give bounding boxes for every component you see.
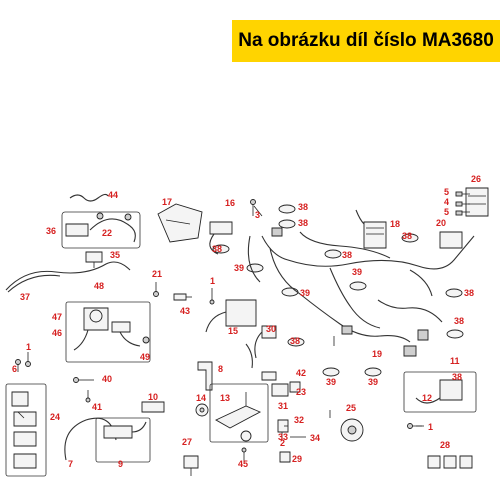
callout-38d: 38 xyxy=(342,250,352,260)
callout-15: 15 xyxy=(228,326,238,336)
callout-10: 10 xyxy=(148,392,158,402)
callout-23: 23 xyxy=(296,387,306,397)
callout-31: 31 xyxy=(278,401,288,411)
callout-5: 5 xyxy=(444,187,449,197)
part-number-banner: Na obrázku díl číslo MA3680 xyxy=(232,20,500,62)
callout-29: 29 xyxy=(292,454,302,464)
callout-13: 13 xyxy=(220,393,230,403)
callout-18: 18 xyxy=(390,219,400,229)
callout-39e: 39 xyxy=(368,377,378,387)
callout-36: 36 xyxy=(46,226,56,236)
callout-33: 33 xyxy=(278,432,288,442)
callout-32: 32 xyxy=(294,415,304,425)
callout-26: 26 xyxy=(471,174,481,184)
callout-35: 35 xyxy=(110,250,120,260)
callout-8: 8 xyxy=(218,364,223,374)
callout-1a: 1 xyxy=(210,276,215,286)
callout-11: 11 xyxy=(450,356,460,366)
callout-19: 19 xyxy=(372,349,382,359)
callout-38e: 38 xyxy=(402,231,412,241)
callout-39b: 39 xyxy=(352,267,362,277)
callout-14: 14 xyxy=(196,393,206,403)
callout-20: 20 xyxy=(436,218,446,228)
callout-39c: 39 xyxy=(300,288,310,298)
callout-2: 2 xyxy=(280,438,285,448)
callout-16: 16 xyxy=(225,198,235,208)
callout-9: 9 xyxy=(118,459,123,469)
callout-21: 21 xyxy=(152,269,162,279)
callout-39d: 39 xyxy=(326,377,336,387)
callout-42: 42 xyxy=(296,368,306,378)
callout-40: 40 xyxy=(102,374,112,384)
callout-38c: 38 xyxy=(212,244,222,254)
callout-27: 27 xyxy=(182,437,192,447)
callout-numbers: 44 17 16 3 38 38 36 22 38 35 39 38 18 38… xyxy=(12,174,481,469)
callout-44: 44 xyxy=(108,190,118,200)
callout-38i: 38 xyxy=(452,372,462,382)
callout-43: 43 xyxy=(180,306,190,316)
callout-38b: 38 xyxy=(298,218,308,228)
callout-37: 37 xyxy=(20,292,30,302)
callout-45: 45 xyxy=(238,459,248,469)
callout-25: 25 xyxy=(346,403,356,413)
callout-39a: 39 xyxy=(234,263,244,273)
callout-24: 24 xyxy=(50,412,60,422)
callout-47: 47 xyxy=(52,312,62,322)
callout-28: 28 xyxy=(440,440,450,450)
callout-38a: 38 xyxy=(298,202,308,212)
callout-49: 49 xyxy=(140,352,150,362)
callout-46: 46 xyxy=(52,328,62,338)
callout-38f: 38 xyxy=(464,288,474,298)
callout-1c: 1 xyxy=(428,422,433,432)
callout-1b: 1 xyxy=(26,342,31,352)
banner-text: Na obrázku díl číslo MA3680 xyxy=(238,30,494,51)
callout-7: 7 xyxy=(68,459,73,469)
callout-5b: 5 xyxy=(444,207,449,217)
callout-34: 34 xyxy=(310,433,320,443)
callout-17: 17 xyxy=(162,197,172,207)
callout-38h: 38 xyxy=(290,336,300,346)
callout-41: 41 xyxy=(92,402,102,412)
leader-lines xyxy=(17,193,470,427)
parts-artwork xyxy=(5,187,489,477)
callout-6: 6 xyxy=(12,364,17,374)
callout-12: 12 xyxy=(422,393,432,403)
callout-22: 22 xyxy=(102,228,112,238)
callout-30: 30 xyxy=(266,324,276,334)
callout-48: 48 xyxy=(94,281,104,291)
callout-3: 3 xyxy=(255,210,260,220)
callout-4: 4 xyxy=(444,197,449,207)
callout-38g: 38 xyxy=(454,316,464,326)
